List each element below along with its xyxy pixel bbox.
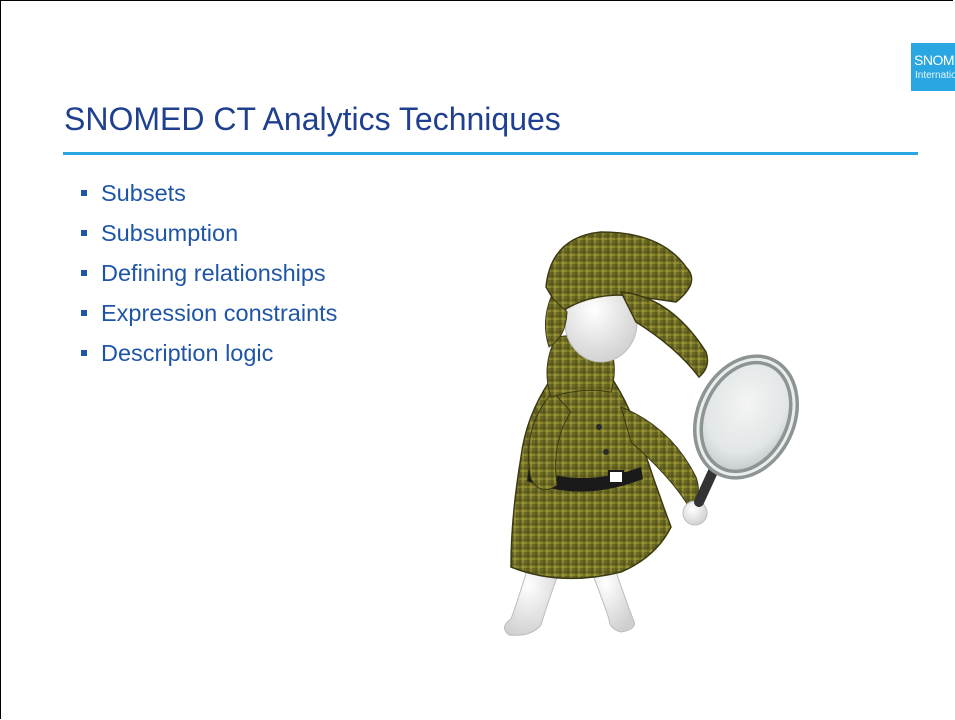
- square-bullet-icon: [81, 310, 87, 316]
- bullet-text: Expression constraints: [101, 300, 338, 326]
- square-bullet-icon: [81, 190, 87, 196]
- bullet-list: Subsets Subsumption Defining relationshi…: [79, 173, 337, 373]
- slide-title: SNOMED CT Analytics Techniques: [64, 101, 561, 137]
- square-bullet-icon: [81, 350, 87, 356]
- bullet-item: Subsets: [79, 173, 337, 213]
- bullet-text: Subsumption: [101, 220, 239, 246]
- bullet-text: Subsets: [101, 180, 186, 206]
- bullet-item: Expression constraints: [79, 293, 337, 333]
- logo-sub-text: International: [915, 70, 955, 81]
- snomed-logo: SNOMED International: [911, 43, 955, 91]
- bullet-text: Defining relationships: [101, 260, 326, 286]
- square-bullet-icon: [81, 270, 87, 276]
- square-bullet-icon: [81, 230, 87, 236]
- detective-magnifier-illustration: [504, 231, 800, 636]
- bullet-text: Description logic: [101, 340, 274, 366]
- bullet-item: Subsumption: [79, 213, 337, 253]
- title-divider: [63, 152, 918, 155]
- logo-main-text: SNOMED: [914, 52, 955, 68]
- bullet-item: Description logic: [79, 333, 337, 373]
- bullet-item: Defining relationships: [79, 253, 337, 293]
